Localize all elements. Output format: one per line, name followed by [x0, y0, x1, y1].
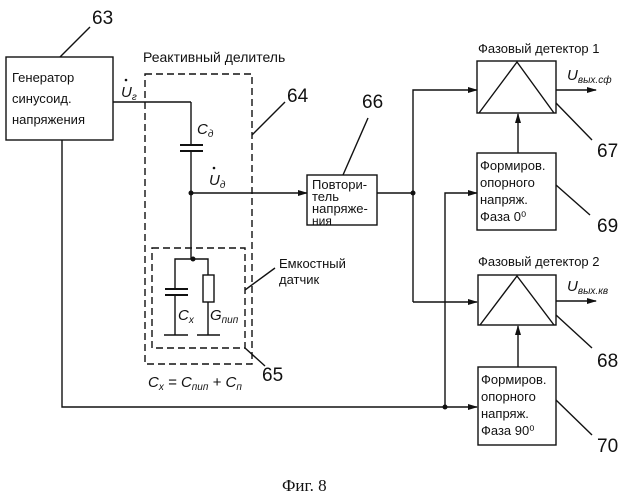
label-70: 70	[597, 436, 618, 457]
repeater-block: Повтори- тель напряже- ния	[307, 175, 377, 228]
leader-69	[556, 185, 590, 215]
ref0-block: Формиров. опорного напряж. Фаза 0⁰	[477, 153, 556, 230]
label-out1: Uвых.сф	[567, 67, 612, 86]
label-ug: Uг	[121, 84, 137, 103]
leader-70	[556, 400, 592, 435]
label-69: 69	[597, 216, 618, 237]
dot-accent	[125, 79, 128, 82]
svg-text:напряж.: напряж.	[481, 406, 529, 421]
detector1-block	[477, 61, 556, 113]
svg-text:Фаза 0⁰: Фаза 0⁰	[480, 209, 526, 224]
svg-text:Формиров.: Формиров.	[480, 158, 546, 173]
svg-text:Формиров.: Формиров.	[481, 372, 547, 387]
detector1-title: Фазовый детектор 1	[478, 41, 600, 56]
sensor-title: датчик	[279, 272, 320, 287]
label-out2: Uвых.кв	[567, 278, 608, 297]
svg-text:Фаза 90⁰: Фаза 90⁰	[481, 423, 534, 438]
svg-text:напряж.: напряж.	[480, 192, 528, 207]
wire	[445, 193, 477, 407]
detector2-block	[478, 275, 556, 325]
leader-64	[252, 102, 285, 135]
svg-text:напряжения: напряжения	[12, 112, 85, 127]
sensor-boundary	[152, 248, 245, 348]
generator-block: Генератор синусоид. напряжения	[6, 57, 113, 140]
formula: Cx = Cпип + Cп	[148, 374, 242, 393]
label-64: 64	[287, 86, 309, 107]
dot-accent	[213, 167, 216, 170]
label-68: 68	[597, 351, 618, 372]
resistor-gpip	[203, 275, 214, 302]
label-67: 67	[597, 141, 618, 162]
svg-text:ния: ния	[312, 214, 332, 228]
label-cd: Cд	[197, 121, 214, 140]
svg-text:опорного: опорного	[480, 175, 535, 190]
label-63: 63	[92, 8, 113, 29]
label-ud: Uд	[209, 172, 226, 191]
svg-text:синусоид.: синусоид.	[12, 91, 72, 106]
label-gpip: Gпип	[210, 307, 239, 326]
divider-title: Реактивный делитель	[143, 49, 285, 65]
figure-caption: Фиг. 8	[282, 476, 327, 495]
label-66: 66	[362, 92, 383, 113]
svg-text:Генератор: Генератор	[12, 70, 74, 85]
label-cx: Cx	[178, 307, 195, 326]
label-65: 65	[262, 365, 283, 386]
detector2-title: Фазовый детектор 2	[478, 254, 600, 269]
leader-sensor	[245, 268, 275, 290]
leader-66	[343, 118, 368, 175]
leader-68	[556, 315, 592, 348]
leader-63	[60, 27, 90, 57]
sensor-title: Емкостный	[279, 256, 346, 271]
ref90-block: Формиров. опорного напряж. Фаза 90⁰	[478, 367, 556, 445]
svg-text:опорного: опорного	[481, 389, 536, 404]
leader-67	[556, 103, 592, 140]
